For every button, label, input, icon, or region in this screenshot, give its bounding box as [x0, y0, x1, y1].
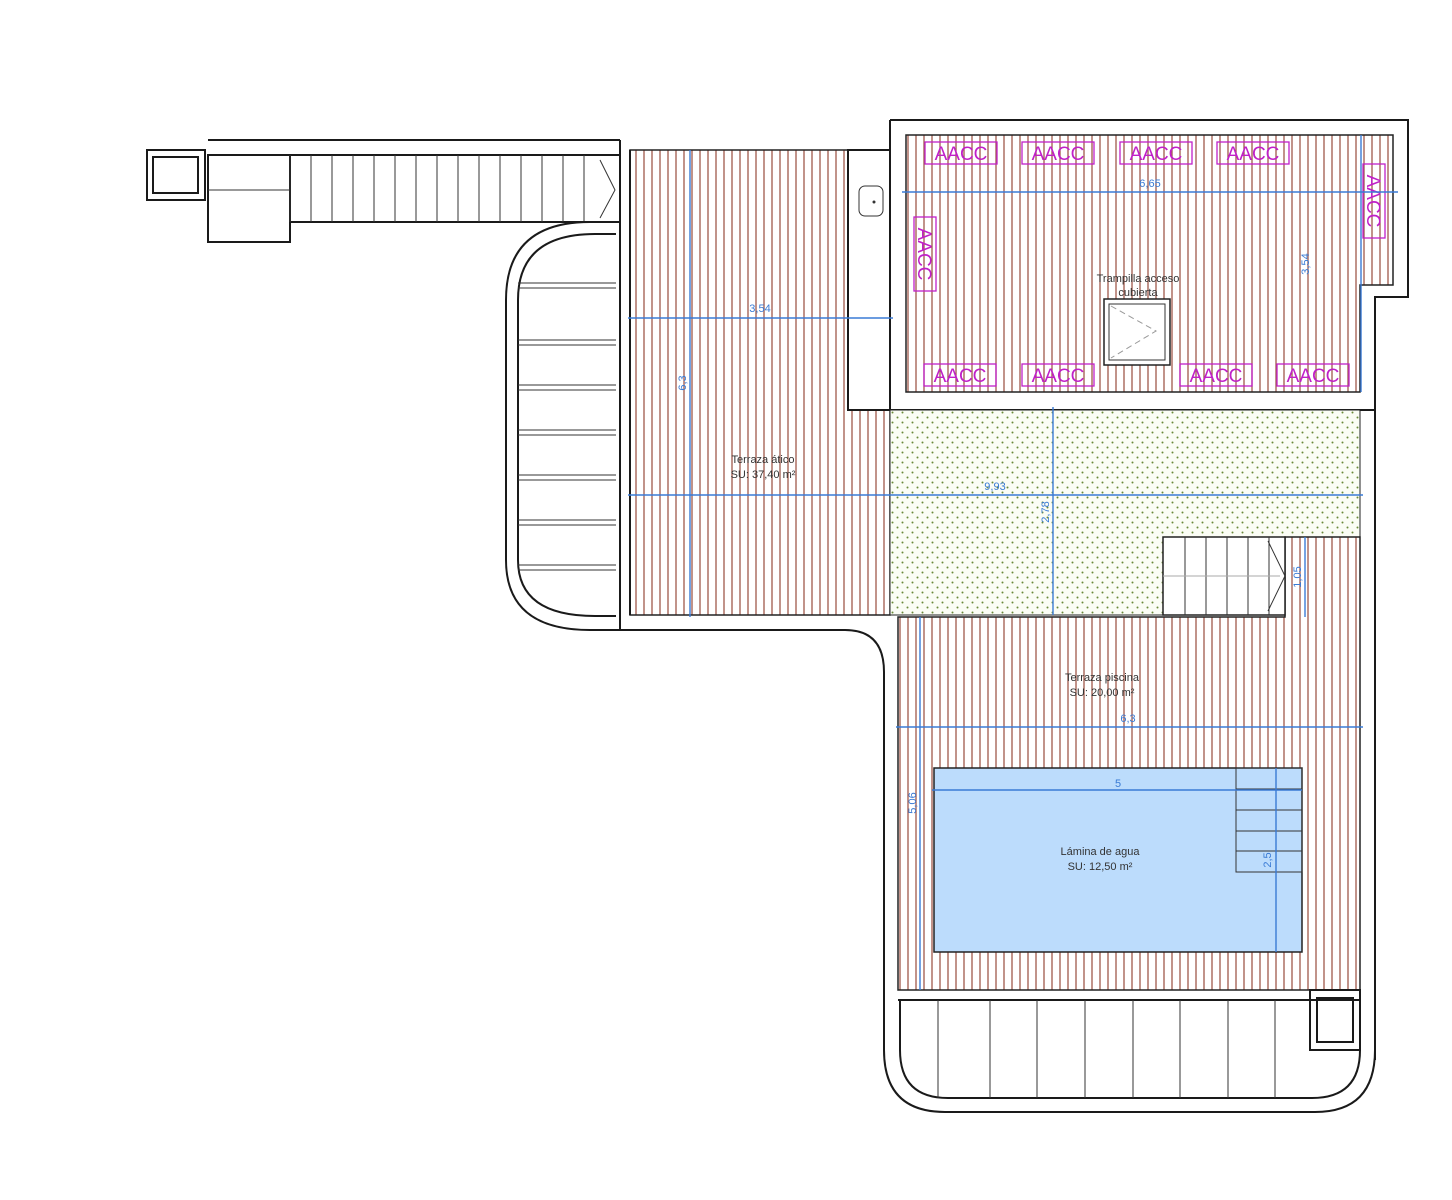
terraza-piscina-area: SU: 20,00 m²: [1070, 687, 1135, 699]
dim-upper-width: 6,65: [1139, 178, 1160, 190]
hvac-unit-label: AACC: [935, 144, 988, 165]
hvac-unit-label: AACC: [1032, 366, 1085, 387]
hatch-label-1: Trampilla acceso: [1097, 273, 1180, 285]
dim-pool-width: 2,5: [1262, 852, 1274, 867]
hvac-unit: [1179, 363, 1253, 387]
upper-stair: [146, 139, 620, 243]
upper-roof-deck: [905, 134, 1394, 393]
hvac-unit-label: AACC: [1287, 366, 1340, 387]
terraza-atico-deck: [629, 149, 891, 616]
hvac-unit: [1119, 141, 1193, 165]
curved-stair: [505, 221, 620, 631]
dim-atico-width: 3,54: [749, 303, 770, 315]
dim-step-height: 1,05: [1292, 566, 1304, 587]
pool-steps: [1235, 767, 1303, 873]
pool-stair: [1162, 536, 1286, 616]
hvac-unit-label: AACC: [934, 366, 987, 387]
terraza-piscina-name: Terraza piscina: [1065, 672, 1140, 684]
bottom-deck: [883, 989, 1376, 1113]
hvac-unit-label: AACC: [1362, 175, 1383, 228]
pool: [933, 767, 1303, 953]
dim-upper-height: 3,54: [1300, 253, 1312, 274]
hvac-units: AACC AACC AACC AACC AACC AACC AACC AACC AACC AACC: [913, 141, 1386, 387]
pool-name: Lámina de agua: [1061, 846, 1141, 858]
hvac-unit-label: AACC: [1130, 144, 1183, 165]
dimensions: 3,54 6,3 6,65 3,54 9,93 2,78 1,05 6,3 5,…: [628, 135, 1398, 990]
hvac-unit: [1362, 163, 1386, 239]
hvac-unit: [1021, 363, 1095, 387]
dim-piscina-width: 6,3: [1120, 713, 1135, 725]
hvac-unit-label: AACC: [1227, 144, 1280, 165]
hvac-unit-label: AACC: [1190, 366, 1243, 387]
hvac-unit-label: AACC: [913, 228, 934, 281]
pool-area: SU: 12,50 m²: [1068, 861, 1133, 873]
hvac-unit: [1021, 141, 1095, 165]
dim-pool-length: 5: [1115, 778, 1121, 790]
hvac-unit: [923, 363, 997, 387]
terraza-atico-name: Terraza ático: [732, 454, 795, 466]
roof-hatch: [1103, 298, 1171, 366]
dim-atico-height: 6,3: [677, 375, 689, 390]
dim-green-height: 2,78: [1040, 501, 1052, 522]
hvac-unit-label: AACC: [1032, 144, 1085, 165]
hatch-label-2: cubierta: [1118, 287, 1158, 299]
terraza-atico-area: SU: 37,40 m²: [731, 469, 796, 481]
dim-total-width: 9,93: [984, 481, 1005, 493]
washbasin-icon: [858, 185, 884, 217]
dim-piscina-height: 5,06: [907, 792, 919, 813]
hvac-unit: [913, 216, 937, 292]
hvac-unit: [1276, 363, 1350, 387]
hvac-unit: [1216, 141, 1290, 165]
hvac-unit: [924, 141, 998, 165]
